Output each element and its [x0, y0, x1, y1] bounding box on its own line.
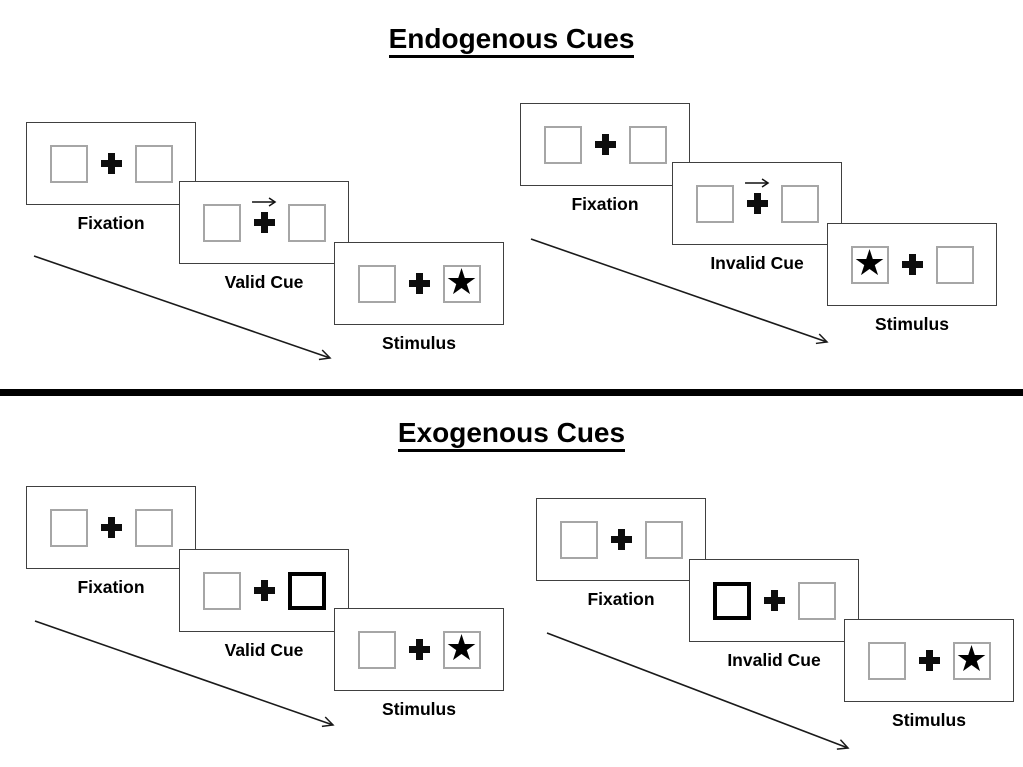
endogenous-section-title: Endogenous Cues	[0, 22, 1023, 58]
plus-shape	[408, 273, 430, 294]
right-box	[935, 245, 974, 284]
panel-fixation: Fixation	[536, 498, 706, 609]
fixation-cross-icon	[100, 517, 122, 538]
panel-content	[27, 487, 195, 568]
left-box: ★	[850, 242, 889, 284]
panel-content	[180, 182, 348, 263]
fixation-cross-icon	[594, 134, 616, 155]
panel-valid-cue: Valid Cue	[179, 549, 349, 660]
plus-shape	[408, 639, 430, 660]
left-box	[202, 571, 241, 610]
panel-fixation: Fixation	[26, 486, 196, 597]
right-box: ★	[952, 638, 991, 680]
cue-arrow-icon	[252, 197, 277, 207]
right-box	[644, 520, 683, 559]
panel-content	[27, 123, 195, 204]
plus-shape	[253, 580, 275, 601]
fixation-cross-icon	[253, 580, 275, 601]
fixation-cross-icon	[610, 529, 632, 550]
right-box: ★	[442, 627, 481, 669]
panel-fixation: Fixation	[520, 103, 690, 214]
cue-arrow-icon	[745, 178, 770, 188]
panel-stimulus: ★ Stimulus	[844, 619, 1014, 730]
left-box	[559, 520, 598, 559]
right-box	[134, 144, 173, 183]
left-box	[49, 144, 88, 183]
star-icon: ★	[955, 638, 988, 680]
panel-content	[180, 550, 348, 631]
panel-content: ★	[845, 620, 1013, 701]
plus-shape	[746, 193, 768, 214]
panel-invalid-cue: Invalid Cue	[672, 162, 842, 273]
plus-shape	[594, 134, 616, 155]
panel-stimulus: ★ Stimulus	[827, 223, 997, 334]
left-box	[543, 125, 582, 164]
panel-content: ★	[335, 609, 503, 690]
panel-fixation: Fixation	[26, 122, 196, 233]
fixation-cross-icon	[408, 639, 430, 660]
panel-invalid-cue: Invalid Cue	[689, 559, 859, 670]
panel-label: Fixation	[571, 194, 639, 214]
panel-stimulus: ★ Stimulus	[334, 608, 504, 719]
right-box	[780, 184, 819, 223]
panel-stimulus: ★ Stimulus	[334, 242, 504, 353]
left-box	[695, 184, 734, 223]
fixation-cross-icon	[100, 153, 122, 174]
right-box-highlighted	[287, 571, 326, 610]
section-divider	[0, 389, 1023, 396]
panel-label: Valid Cue	[224, 272, 304, 292]
plus-shape	[610, 529, 632, 550]
star-icon: ★	[445, 261, 478, 303]
right-box	[134, 508, 173, 547]
plus-shape	[253, 212, 275, 233]
panel-label: Fixation	[77, 577, 145, 597]
panel-content	[690, 560, 858, 641]
panel-label: Fixation	[77, 213, 145, 233]
panel-label: Stimulus	[892, 710, 966, 730]
plus-shape	[763, 590, 785, 611]
star-icon: ★	[853, 242, 886, 284]
fixation-cross-icon	[745, 178, 770, 214]
left-box-highlighted	[712, 581, 751, 620]
panel-label: Invalid Cue	[727, 650, 821, 670]
panel-label: Fixation	[587, 589, 655, 609]
plus-shape	[901, 254, 923, 275]
star-icon: ★	[445, 627, 478, 669]
left-box	[357, 264, 396, 303]
timeline-arrow	[530, 238, 829, 345]
timeline-arrow	[546, 632, 850, 750]
panel-content	[673, 163, 841, 244]
timeline-arrow	[33, 255, 332, 361]
panel-valid-cue: Valid Cue	[179, 181, 349, 292]
left-box	[357, 630, 396, 669]
fixation-cross-icon	[901, 254, 923, 275]
exogenous-section-title: Exogenous Cues	[0, 416, 1023, 452]
right-box	[797, 581, 836, 620]
fixation-cross-icon	[252, 197, 277, 233]
fixation-cross-icon	[918, 650, 940, 671]
timeline-arrow	[34, 620, 335, 728]
panel-label: Invalid Cue	[710, 253, 804, 273]
plus-shape	[100, 517, 122, 538]
panel-label: Valid Cue	[224, 640, 304, 660]
endogenous-title-text: Endogenous Cues	[388, 23, 635, 58]
right-box: ★	[442, 261, 481, 303]
fixation-cross-icon	[763, 590, 785, 611]
plus-shape	[918, 650, 940, 671]
fixation-cross-icon	[408, 273, 430, 294]
left-box	[49, 508, 88, 547]
right-box	[287, 203, 326, 242]
panel-label: Stimulus	[382, 333, 456, 353]
left-box	[867, 641, 906, 680]
left-box	[202, 203, 241, 242]
exogenous-title-text: Exogenous Cues	[397, 417, 626, 452]
panel-label: Stimulus	[875, 314, 949, 334]
panel-content	[537, 499, 705, 580]
panel-content	[521, 104, 689, 185]
plus-shape	[100, 153, 122, 174]
right-box	[628, 125, 667, 164]
panel-content: ★	[828, 224, 996, 305]
panel-label: Stimulus	[382, 699, 456, 719]
panel-content: ★	[335, 243, 503, 324]
